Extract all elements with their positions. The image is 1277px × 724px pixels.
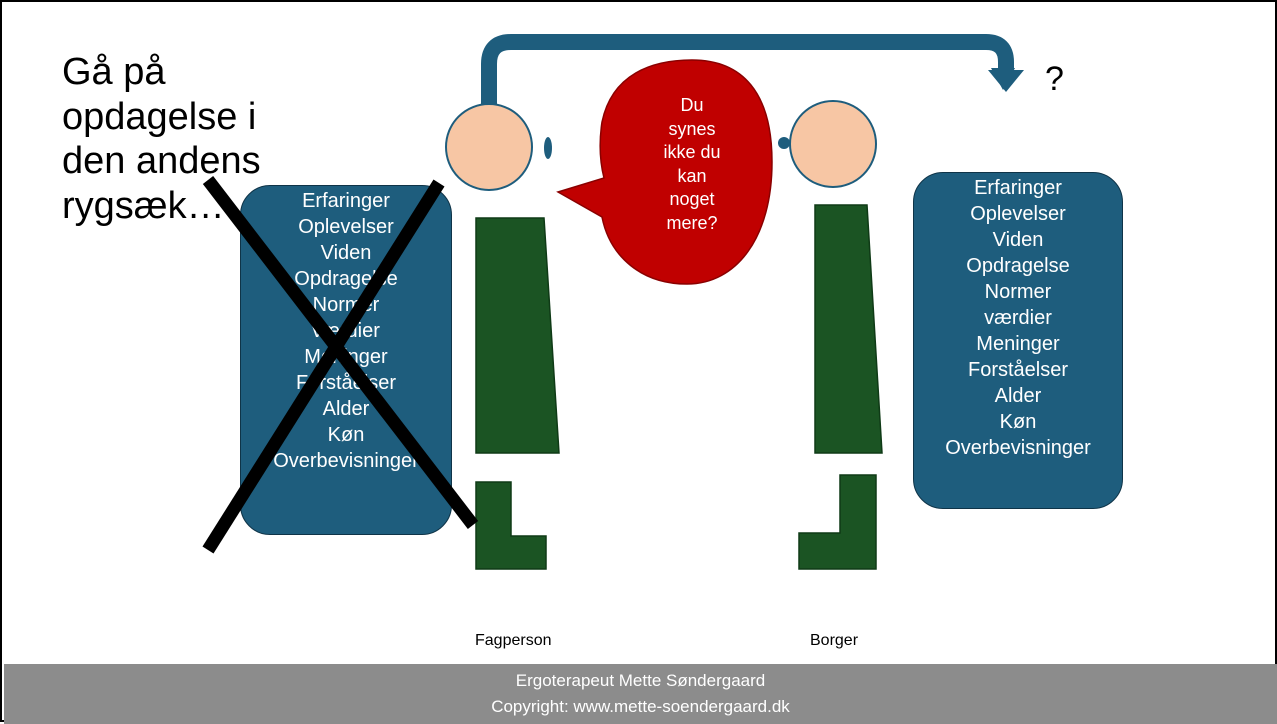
backpack-item: Erfaringer (302, 190, 390, 212)
thought-arrow-head (988, 70, 1024, 92)
fagperson-head (445, 103, 533, 191)
bubble-line: Du (680, 95, 704, 115)
backpack-item: Erfaringer (974, 177, 1062, 199)
backpack-item: Normer (312, 294, 380, 316)
backpack-item: Overbevisninger (945, 437, 1091, 459)
bubble-line: noget (669, 189, 715, 209)
borger-legs (798, 474, 877, 570)
bubble-line: synes (668, 118, 716, 139)
backpack-item: Normer (984, 281, 1052, 303)
speech-bubble-shape (556, 59, 773, 285)
backpack-item: Viden (992, 229, 1044, 251)
fagperson-backpack-box: Erfaringer Oplevelser Viden Opdragelse N… (240, 185, 452, 535)
backpack-item: Meninger (976, 333, 1060, 355)
fagperson-legs (475, 481, 547, 570)
backpack-item: Oplevelser (298, 216, 394, 238)
borger-body (814, 204, 883, 454)
backpack-item: Forståelser (967, 359, 1069, 381)
slide-footer: Ergoterapeut Mette Søndergaard Copyright… (4, 664, 1277, 724)
fagperson-label: Fagperson (475, 632, 552, 649)
question-mark: ? (1045, 60, 1064, 98)
borger-head (789, 100, 877, 188)
fagperson-ear (544, 137, 552, 159)
backpack-item: værdier (984, 307, 1052, 329)
backpack-item: Oplevelser (970, 203, 1066, 225)
footer-copyright: Copyright: www.mette-soendergaard.dk (491, 697, 790, 716)
borger-label: Borger (810, 632, 859, 649)
backpack-item: Meninger (304, 346, 388, 368)
bubble-line: mere? (666, 212, 718, 233)
fagperson-body (475, 217, 560, 454)
backpack-item: Opdragelse (294, 268, 398, 290)
borger-ear (778, 137, 790, 149)
thought-arrow-body (481, 34, 1014, 108)
backpack-item: Køn (999, 411, 1037, 433)
borger-backpack-box: Erfaringer Oplevelser Viden Opdragelse N… (913, 172, 1123, 509)
bubble-line: ikke du (663, 142, 721, 162)
backpack-item: Forståelser (295, 372, 397, 394)
backpack-item: Viden (320, 242, 372, 264)
speech-bubble-text: Du synes ikke du kan noget mere? (627, 94, 757, 235)
slide-title: Gå på opdagelse i den andens rygsæk… (62, 51, 261, 227)
backpack-item: Alder (994, 385, 1042, 407)
backpack-item: Opdragelse (966, 255, 1070, 277)
footer-author: Ergoterapeut Mette Søndergaard (515, 671, 766, 690)
backpack-item: værdier (312, 320, 380, 342)
backpack-item: Alder (322, 398, 370, 420)
bubble-line: kan (677, 165, 707, 186)
backpack-item: Overbevisninger (273, 450, 419, 472)
backpack-item: Køn (327, 424, 365, 446)
